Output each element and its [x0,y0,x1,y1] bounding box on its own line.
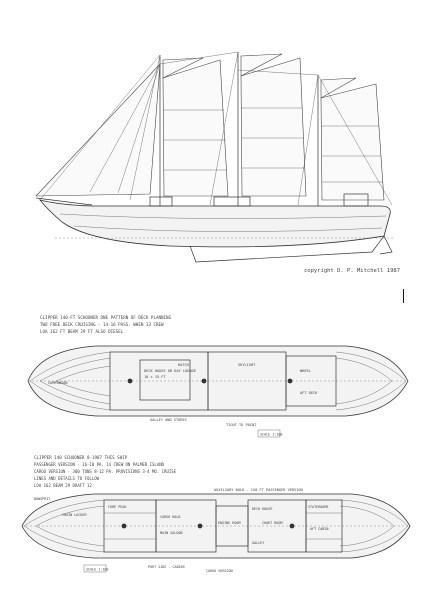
plan-lower-note-staterooms: STATEROOMS [308,505,328,509]
aft-deckhouse-plan [285,355,337,407]
plan-upper-heading-2: TWO FREE DECK CRUISING - 14-16 PASS. WHE… [40,322,164,327]
plan-upper-note-galley: GALLEY AND STORES [150,418,187,422]
plan-upper-note-paint: TIGHT TO PAINT [226,423,257,427]
plan-lower-note-engine: ENGINE ROOM [218,521,240,525]
plan-lower-heading-2: PASSENGER VERSION - 16-18 PA. 14 CREW ON… [34,462,165,467]
rudder [379,235,393,255]
compartment-aftcabin [305,499,343,553]
plan-upper-scale: SCALE 1:100 [260,433,282,437]
foremast-plan [127,378,133,384]
mainmast-lower [197,523,203,529]
mizzen-sail [320,83,385,201]
plan-lower-heading-5: LOA 162 BEAM 29 DRAFT 12 [34,483,92,488]
plan-upper-note-skylight: SKYLIGHT [238,363,256,367]
mizzenmast-plan [287,378,293,384]
hull-profile [38,199,391,248]
plan-lower-note-aftcabin: AFT CABIN [310,527,328,531]
plan-upper-note-size: 10 × 15 FT [144,375,166,379]
plan-lower-scale: SCALE 1:100 [86,568,108,572]
plan-lower-note-forepeak: FORE PEAK [108,505,127,509]
plan-lower-note-hold: CARGO HOLD [160,515,180,519]
main-topsail [240,53,283,77]
plan-upper-note-aftdeck: AFT DECK [300,391,318,395]
plan-upper-note-deckhouse: DECK HOUSE OR DAY LOUNGE [144,369,196,373]
plan-upper-note-companion: COMPANION [48,381,67,385]
plan-lower-note-saloon: MAIN SALOON [160,531,182,535]
deckhouse-aft [343,193,369,207]
plan-upper-heading-3: LOA 162 FT BEAM 29 FT ALSO DIESEL [40,329,124,334]
plan-lower-note-bowsprit: BOWSPRIT [34,497,50,501]
fore-topsail [162,57,204,79]
mizzenmast-lower [289,523,295,529]
plan-lower-note-cargo: CARGO VERSION [206,569,233,573]
plan-lower-note-chart: CHART ROOM [262,521,282,525]
bowsprit [35,197,93,206]
keel [189,235,385,263]
plan-lower-title-block: AUXILIARY BULK - 150 FT PASSENGER VERSIO… [214,488,303,492]
copyright-note: copyright D. P. Mitchell 1987 [304,268,400,274]
deckhouse-fore [149,196,173,207]
plan-lower-heading-4: LINES AND DETAILS TO FOLLOW [34,476,100,481]
plan-lower-note-galley: GALLEY [252,541,264,545]
foresail [162,59,229,197]
plan-upper-heading-1: CLIPPER 140-FT SCHOONER ONE PATTERN OF D… [40,315,172,320]
plan-upper-note-hatch: HATCH [178,363,189,367]
plan-lower-note-portside: PORT SIDE - CABINS [148,565,185,569]
mainmast-plan [201,378,207,384]
deckhouse-main [213,196,251,207]
text-cursor-mark [403,289,404,303]
deck-plan-lower: CLIPPER 140 SCHOONER 8-1987 THIS SHIP PA… [21,455,411,573]
deck-plan-upper: CLIPPER 140-FT SCHOONER ONE PATTERN OF D… [27,315,409,438]
plan-lower-heading-1: CLIPPER 140 SCHOONER 8-1987 THIS SHIP [34,455,128,460]
plan-upper-note-wheel: WHEEL [300,369,311,373]
plan-lower-note-chain: CHAIN LOCKER [62,513,87,517]
mainsail [240,57,307,197]
sail-plan-elevation: copyright D. P. Mitchell 1987 [35,51,400,274]
foremast-lower [121,523,127,529]
mizzen-topsail [320,77,357,99]
plan-lower-note-deckhouse: DECK HOUSE [252,507,272,511]
day-lounge [139,359,191,401]
plan-lower-heading-3: CARGO VERSION - 300 TONS 8-12 PA. PROVIS… [34,469,177,474]
